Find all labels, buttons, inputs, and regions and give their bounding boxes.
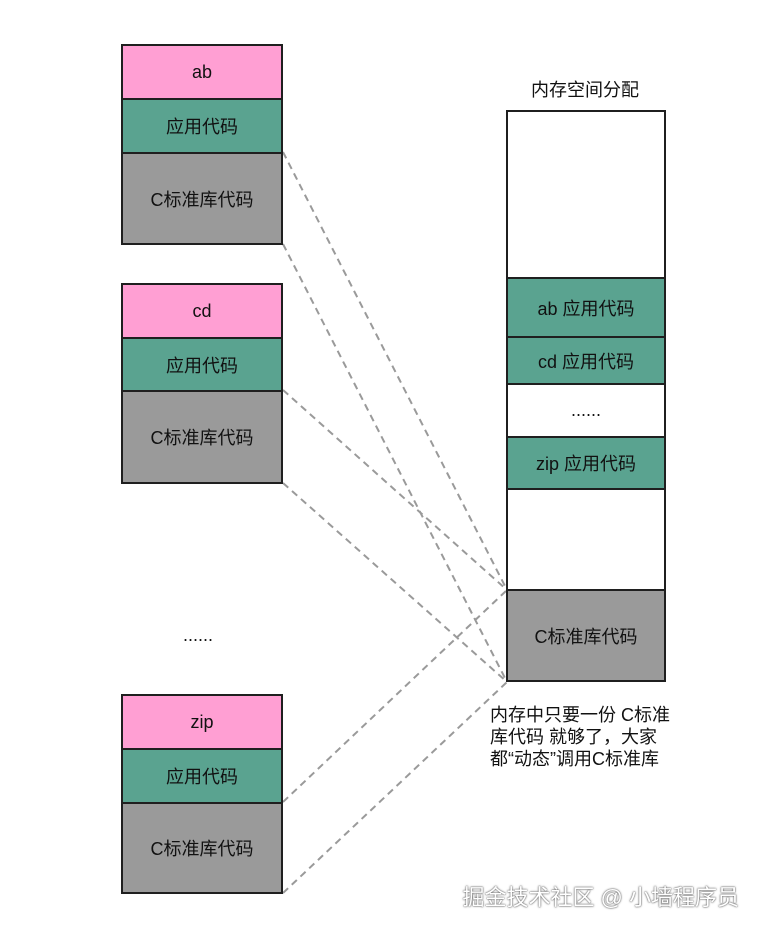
link-cd-libc-bottom xyxy=(282,482,508,683)
libc-block-cd: C标准库代码 xyxy=(121,390,283,484)
memory-free-top xyxy=(506,110,666,279)
ellipsis-left: ...... xyxy=(183,625,214,645)
app-code-block-cd: 应用代码 xyxy=(121,337,283,392)
process-name-ab: ab xyxy=(121,44,283,100)
memory-title: 内存空间分配 xyxy=(531,80,639,100)
memory-ellipsis-block: ...... xyxy=(506,383,666,438)
link-zip-libc-bottom xyxy=(282,681,508,894)
app-code-block-zip: 应用代码 xyxy=(121,748,283,804)
memory-cd-app-block: cd 应用代码 xyxy=(506,336,666,385)
explanation-note: 内存中只要一份 C标准 库代码 就够了，大家 都“动态”调用C标准库 xyxy=(490,704,690,770)
watermark: 掘金技术社区 @ 小墙程序员 xyxy=(462,885,739,910)
memory-ab-app-block: ab 应用代码 xyxy=(506,277,666,338)
link-ab-libc-top xyxy=(282,151,508,591)
process-name-cd: cd xyxy=(121,283,283,339)
link-ab-libc-bottom xyxy=(282,243,508,683)
memory-zip-app-block: zip 应用代码 xyxy=(506,436,666,490)
note-line-2: 库代码 就够了，大家 xyxy=(490,727,658,747)
note-line-1: 内存中只要一份 C标准 xyxy=(490,705,670,725)
app-code-block-ab: 应用代码 xyxy=(121,98,283,154)
libc-block-zip: C标准库代码 xyxy=(121,802,283,894)
memory-libc-block: C标准库代码 xyxy=(506,589,666,682)
link-cd-libc-top xyxy=(282,389,508,591)
libc-block-ab: C标准库代码 xyxy=(121,152,283,245)
note-line-3: 都“动态”调用C标准库 xyxy=(490,749,659,769)
memory-free-bottom xyxy=(506,488,666,591)
link-zip-libc-top xyxy=(282,589,508,803)
process-name-zip: zip xyxy=(121,694,283,750)
